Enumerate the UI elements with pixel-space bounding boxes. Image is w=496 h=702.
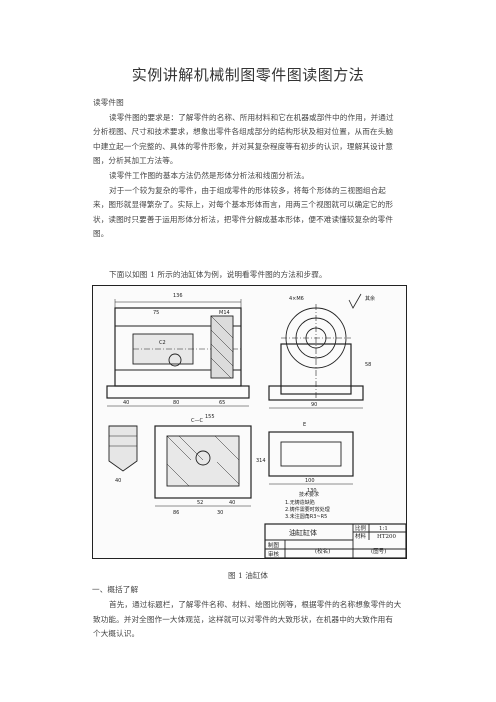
title-block-material-label: 材料 xyxy=(355,532,367,540)
dim-label: 155 xyxy=(205,414,215,420)
title-block-checked: 审核 xyxy=(268,550,280,558)
title-block-school: (校名) xyxy=(315,547,330,555)
title-block-material: HT200 xyxy=(377,534,396,540)
view-label-e: E xyxy=(303,422,306,428)
intro-line: 读零件图的要求是：了解零件的名称、所用材料和它在机器或部件中的作用，并通过 xyxy=(109,112,394,122)
intro-line: 状，读图时只要善于运用形体分析法，把零件分解成基本形体，便不难读懂较复杂的零件 xyxy=(93,214,394,224)
intro-line: 图。 xyxy=(93,229,109,239)
drawing-labels: 136 75 M14 4×M6 C2 80 40 65 100 130 314 … xyxy=(115,293,396,558)
title-block-name: 油缸缸体 xyxy=(289,528,317,537)
dim-label: 4×M6 xyxy=(289,296,304,302)
title-block-drawing-number: (图号) xyxy=(371,547,386,555)
figure-caption: 图 1 油缸体 xyxy=(227,571,269,580)
title-block-scale-label: 比例 xyxy=(355,524,367,532)
dim-label: 75 xyxy=(153,310,159,316)
dim-label: 40 xyxy=(115,478,121,484)
section-heading: 一、概括了解 xyxy=(92,585,139,594)
dim-label: 58 xyxy=(365,362,371,368)
intro-heading: 读零件图 xyxy=(93,98,124,107)
intro-paragraph: 读零件图 读零件图的要求是：了解零件的名称、所用材料和它在机器或部件中的作用，并… xyxy=(93,96,413,242)
page-title: 实例讲解机械制图零件图读图方法 xyxy=(131,66,365,84)
dim-label: 130 xyxy=(307,488,317,494)
dim-label: 314 xyxy=(256,458,266,464)
lead-in-paragraph: 下面以如图 1 所示的油缸体为例，说明看零件图的方法和步骤。 xyxy=(109,270,327,279)
tech-item: 1.无铸造缺陷 xyxy=(285,499,315,506)
body-paragraph: 首先，通过标题栏，了解零件名称、材料、绘图比例等，根据零件的名称想象零件的大 致… xyxy=(93,598,413,642)
intro-line: 读零件工作图的基本方法仍然是形体分析法和线面分析法。 xyxy=(109,170,310,180)
intro-line: 分析视图、尺寸和技术要求，想象出零件各组成部分的结构形状及相对位置，从而在头脑 xyxy=(93,127,394,137)
dim-label: 100 xyxy=(305,478,315,484)
intro-line: 来，图形就显得繁杂了。实际上，对每个基本形体而言，用两三个视图就可以确定它的形 xyxy=(93,200,394,210)
tech-item: 3.未注圆角R3~R5 xyxy=(285,513,327,520)
drawing-canvas: 136 75 M14 4×M6 C2 80 40 65 100 130 314 … xyxy=(106,293,406,558)
dim-label: 40 xyxy=(229,500,235,506)
dim-label: M14 xyxy=(219,310,230,316)
title-block-scale: 1:1 xyxy=(379,526,388,532)
intro-line: 中建立起一个完整的、具体的零件形象，并对其复杂程度等有初步的认识，理解其设计意 xyxy=(93,141,394,151)
tech-heading: 技术要求 xyxy=(299,491,319,498)
dim-label: 80 xyxy=(173,400,179,406)
dim-label: 30 xyxy=(217,510,223,516)
engineering-drawing: 136 75 M14 4×M6 C2 80 40 65 100 130 314 … xyxy=(92,285,407,559)
dim-label: 40 xyxy=(123,400,129,406)
dim-label: 136 xyxy=(173,293,183,299)
dim-label: 52 xyxy=(197,500,203,506)
body-line: 首先，通过标题栏，了解零件名称、材料、绘图比例等，根据零件的名称想象零件的大 xyxy=(109,600,402,609)
view-label-cc: C—C xyxy=(191,418,203,424)
intro-line: 对于一个较为复杂的零件，由于组成零件的形体较多，将每个形体的三视图组合起 xyxy=(109,185,386,195)
dim-label: C2 xyxy=(159,340,166,346)
dim-label: 65 xyxy=(219,400,225,406)
tech-item: 2.铸件需要时效处理 xyxy=(285,506,330,513)
dim-label: 90 xyxy=(311,402,317,408)
dim-label: 86 xyxy=(173,510,179,516)
title-block-drawn: 制图 xyxy=(268,541,280,549)
roughness-note: 其余 xyxy=(365,295,375,302)
body-line: 致功能。并对全图作一大体观览，这样就可以对零件的大致形状，在机器中的大致作用有 xyxy=(93,614,394,624)
intro-line: 图，分析其加工方法等。 xyxy=(93,156,178,166)
body-line: 个大概认识。 xyxy=(93,629,140,639)
